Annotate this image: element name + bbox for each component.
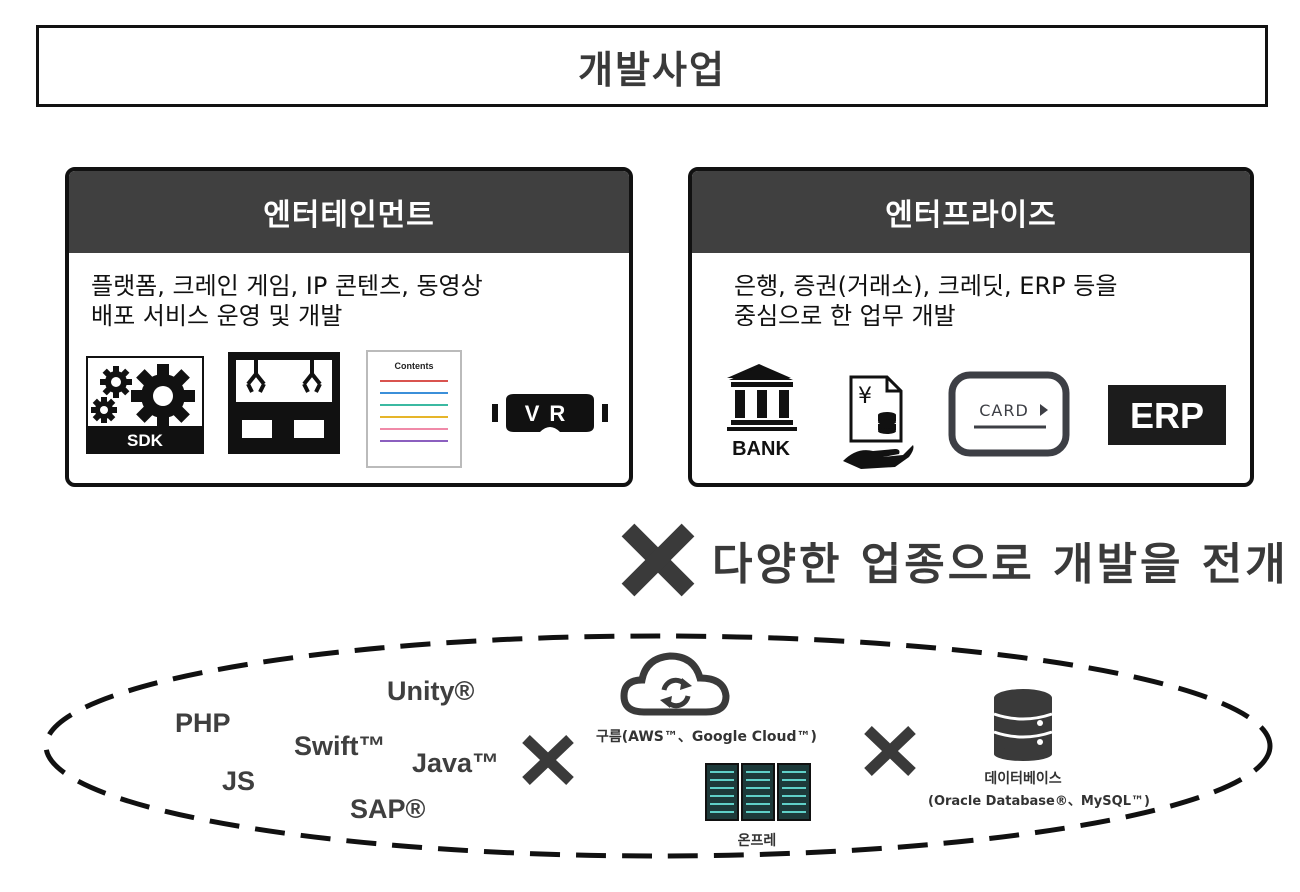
multiply-cross-icon (621, 523, 695, 597)
bank-icon: BANK (727, 364, 797, 460)
cloud-sync-icon (620, 652, 730, 716)
contents-document-icon: Contents (366, 350, 462, 468)
tech-sap: SAP® (350, 794, 426, 824)
erp-label: ERP (1130, 395, 1204, 436)
enterprise-description: 은행, 증권(거래소), 크레딧, ERP 등을 중심으로 한 업무 개발 (734, 272, 1118, 330)
vr-label: VR (525, 401, 576, 426)
tagline: 다양한 업종으로 개발을 전개 (712, 539, 1289, 590)
database-sub-label: (Oracle Database®、MySQL™) (928, 794, 1150, 809)
credit-card-icon: CARD (948, 371, 1070, 457)
enterprise-header: 엔터프라이즈 (692, 171, 1250, 253)
sdk-label: SDK (127, 431, 164, 450)
tech-java: Java™ (412, 748, 500, 778)
tech-swift: Swift™ (294, 731, 386, 761)
contents-label: Contents (395, 361, 434, 371)
page-title: 개발사업 (578, 47, 726, 92)
server-rack-icon (705, 763, 811, 821)
crane-game-icon (228, 352, 340, 454)
vr-headset-icon: VR (492, 394, 608, 432)
erp-icon: ERP (1108, 385, 1226, 445)
cloud-label: 구름(AWS™、Google Cloud™) (596, 729, 817, 745)
entertainment-description: 플랫폼, 크레인 게임, IP 콘텐츠, 동영상 배포 서비스 운영 및 개발 (91, 272, 483, 330)
onprem-label: 온프레 (737, 833, 777, 849)
technology-ellipse (43, 633, 1273, 859)
card-label: CARD (979, 401, 1029, 420)
title-box: 개발사업 (36, 25, 1268, 107)
bank-label: BANK (732, 438, 790, 460)
cross-icon-right (864, 726, 916, 776)
yen-label: ¥ (858, 384, 872, 409)
tech-js: JS (222, 766, 256, 796)
entertainment-header: 엔터테인먼트 (69, 171, 629, 253)
tech-php: PHP (175, 708, 231, 738)
sdk-gears-icon: SDK (86, 356, 204, 454)
cross-icon-left (522, 735, 574, 785)
securities-document-icon: ¥ (843, 375, 914, 469)
database-icon (993, 689, 1053, 761)
tech-unity: Unity® (387, 676, 475, 706)
database-label: 데이터베이스 (984, 771, 1062, 787)
